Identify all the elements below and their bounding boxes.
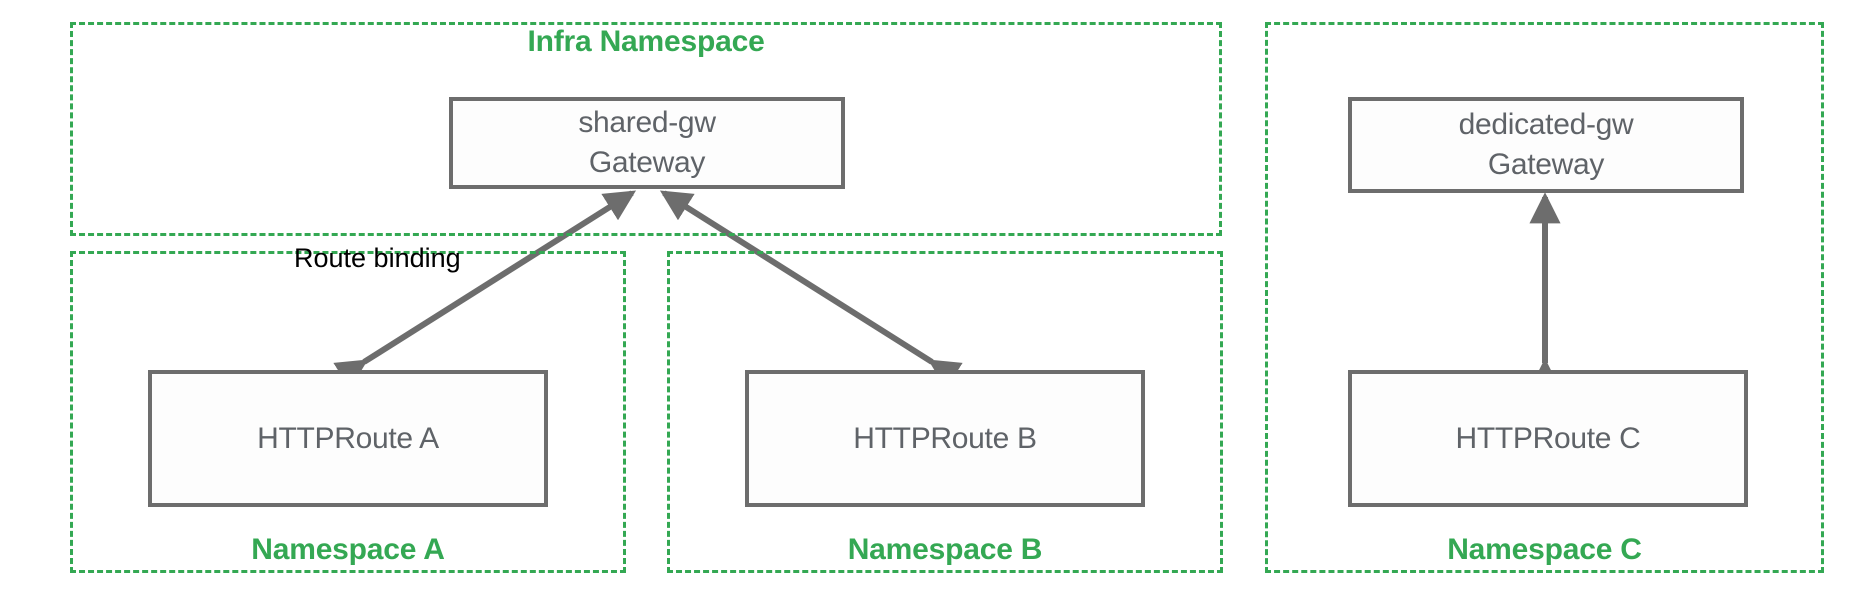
namespace-label-a: Namespace A bbox=[251, 533, 445, 566]
node-httproute-b[interactable]: HTTPRoute B bbox=[745, 370, 1145, 507]
namespace-box-infra[interactable] bbox=[70, 22, 1222, 236]
node-shared-gw-gateway[interactable]: shared-gw Gateway bbox=[449, 97, 845, 189]
node-dedicated-gw-gateway-label: dedicated-gw Gateway bbox=[1458, 108, 1634, 181]
node-httproute-b-label: HTTPRoute B bbox=[853, 421, 1037, 455]
namespace-label-b: Namespace B bbox=[847, 533, 1043, 566]
node-dedicated-gw-gateway[interactable]: dedicated-gw Gateway bbox=[1348, 97, 1744, 193]
node-httproute-c[interactable]: HTTPRoute C bbox=[1348, 370, 1748, 507]
route-binding-annotation: Route binding bbox=[294, 243, 461, 273]
node-shared-gw-gateway-label: shared-gw Gateway bbox=[578, 106, 716, 179]
namespace-label-infra: Infra Namespace bbox=[527, 25, 765, 58]
node-httproute-a[interactable]: HTTPRoute A bbox=[148, 370, 548, 507]
namespace-box-a[interactable] bbox=[70, 251, 626, 573]
namespace-box-b[interactable] bbox=[667, 251, 1223, 573]
namespace-label-c: Namespace C bbox=[1447, 533, 1642, 566]
namespace-box-c[interactable] bbox=[1265, 22, 1824, 573]
node-httproute-a-label: HTTPRoute A bbox=[257, 421, 439, 455]
node-httproute-c-label: HTTPRoute C bbox=[1455, 421, 1641, 455]
